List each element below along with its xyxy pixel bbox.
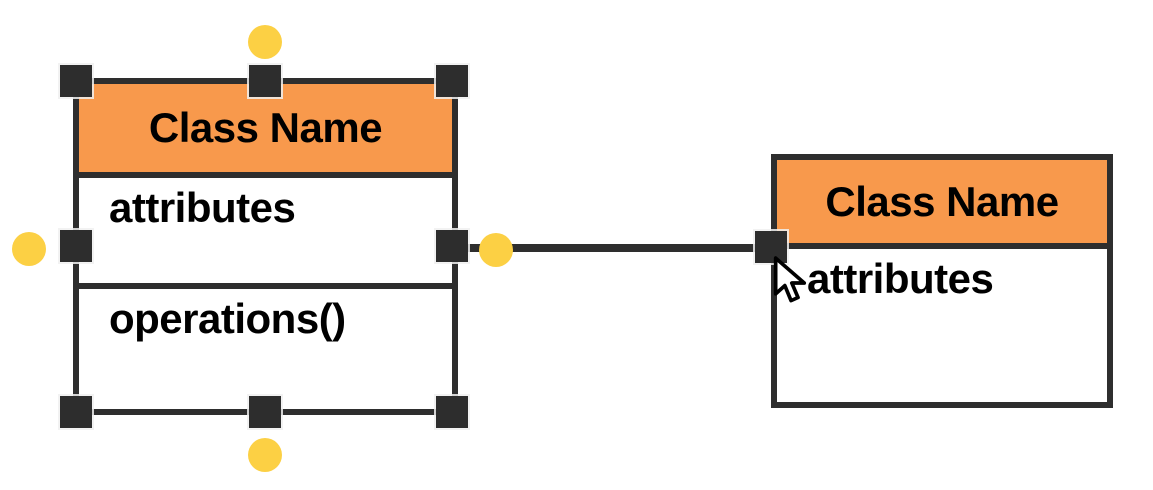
class-title: Class Name [148, 104, 383, 151]
operations-section[interactable]: operations() [79, 289, 452, 409]
connector-line[interactable] [452, 244, 771, 252]
attributes-label: attributes [807, 255, 994, 302]
connection-point-left[interactable] [12, 232, 46, 266]
attributes-label: attributes [109, 184, 296, 231]
resize-handle-top-left[interactable] [60, 65, 92, 97]
class-header[interactable]: Class Name [777, 160, 1107, 249]
resize-handle-bottom-right[interactable] [436, 396, 468, 428]
resize-handle-top-right[interactable] [436, 65, 468, 97]
resize-handle-top-center[interactable] [249, 65, 281, 97]
connection-point-bottom[interactable] [248, 438, 282, 472]
class-header[interactable]: Class Name [79, 84, 452, 178]
attributes-section[interactable]: attributes [777, 249, 1107, 402]
resize-handle-bottom-center[interactable] [249, 396, 281, 428]
resize-handle-bottom-left[interactable] [60, 396, 92, 428]
resize-handle-middle-right[interactable] [436, 230, 468, 262]
attributes-section[interactable]: attributes [79, 178, 452, 289]
operations-label: operations() [109, 295, 346, 342]
class-box-right[interactable]: Class Name attributes [771, 154, 1113, 408]
connection-point-right[interactable] [479, 233, 513, 267]
connector-endpoint-handle[interactable] [755, 231, 787, 263]
class-box-left[interactable]: Class Name attributes operations() [73, 78, 458, 415]
connection-point-top[interactable] [248, 25, 282, 59]
class-title: Class Name [825, 177, 1059, 225]
resize-handle-middle-left[interactable] [60, 230, 92, 262]
